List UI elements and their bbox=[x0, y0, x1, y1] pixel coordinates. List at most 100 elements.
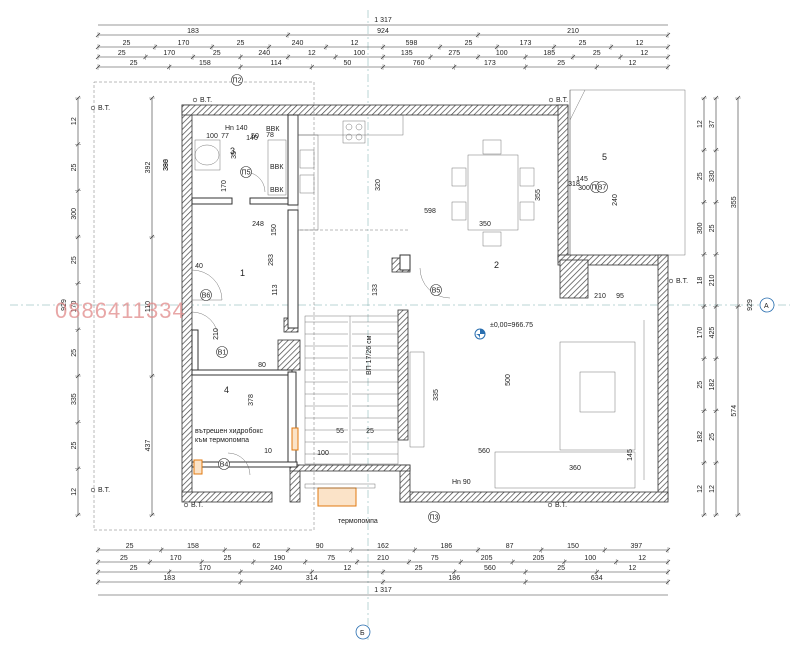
dimension-text: 170 bbox=[697, 327, 704, 339]
living-furniture bbox=[409, 320, 645, 489]
dimension-text: 173 bbox=[520, 40, 532, 47]
inner-dimension-text: 398 bbox=[163, 159, 170, 171]
inner-dimension-text: 283 bbox=[268, 254, 275, 266]
inner-dimension-text: 77 bbox=[221, 133, 229, 140]
window-tag-circle bbox=[200, 289, 212, 301]
dimension-text: 12 bbox=[709, 485, 716, 493]
dimension-text: 183 bbox=[187, 28, 199, 35]
inner-dimension-text: 10 bbox=[264, 448, 272, 455]
dimension-text: 25 bbox=[118, 50, 126, 57]
terrace-outline bbox=[569, 89, 686, 256]
window-tag: П5 bbox=[242, 170, 251, 177]
dimension-text: 392 bbox=[145, 162, 152, 174]
dimension-text: 210 bbox=[377, 555, 389, 562]
inner-dimension-text: 50 bbox=[251, 133, 259, 140]
dimension-text: 12 bbox=[697, 485, 704, 493]
vt-label: В.Т. bbox=[98, 105, 110, 112]
dimension-text: 12 bbox=[308, 50, 316, 57]
dimension-text: 150 bbox=[567, 543, 579, 550]
dimension-text: 190 bbox=[274, 555, 286, 562]
kitchen-counter bbox=[297, 114, 410, 231]
dimension-text: 437 bbox=[145, 440, 152, 452]
vt-label: В.Т. bbox=[200, 97, 212, 104]
window-tag: П1 bbox=[592, 185, 601, 192]
dimension-text: 18 bbox=[697, 276, 704, 284]
window-tag: В7 bbox=[598, 185, 607, 192]
window-tag: П3 bbox=[430, 515, 439, 522]
dimension-text: 240 bbox=[292, 40, 304, 47]
downpipe-icon bbox=[90, 105, 96, 111]
vt-label: В.Т. bbox=[676, 278, 688, 285]
window-tag-circle bbox=[216, 346, 228, 358]
room-label-4: 4 bbox=[224, 385, 229, 395]
vt-label: В.Т. bbox=[555, 502, 567, 509]
hn140-label: Hn 140 bbox=[225, 125, 248, 132]
stairs-label: ВП 17/26 см bbox=[366, 335, 373, 375]
inner-dimension-text: 35 bbox=[231, 151, 238, 159]
inner-dimension-text: 95 bbox=[616, 293, 624, 300]
dimension-text: 185 bbox=[543, 50, 555, 57]
level-label: ±0,00=966.75 bbox=[490, 322, 533, 329]
axis-bubble-a: А bbox=[759, 297, 775, 313]
dimension-text: 25 bbox=[557, 60, 565, 67]
dimension-text: 25 bbox=[213, 50, 221, 57]
dimension-text: 170 bbox=[178, 40, 190, 47]
inner-dimension-text: 380 bbox=[163, 159, 170, 171]
dimension-text: 240 bbox=[270, 565, 282, 572]
dimension-total-top: 1 317 bbox=[374, 17, 392, 24]
inner-dimension-text: 100 bbox=[317, 450, 329, 457]
dimension-text: 25 bbox=[130, 60, 138, 67]
level-marker-icon bbox=[474, 328, 486, 340]
inner-dimension-text: 25 bbox=[366, 428, 374, 435]
inner-dimension-text: 248 bbox=[252, 221, 264, 228]
dimension-text: 25 bbox=[709, 433, 716, 441]
window-tag-circle bbox=[428, 511, 440, 523]
dimension-total-bottom: 1 317 bbox=[374, 587, 392, 594]
window-tag: П2 bbox=[233, 78, 242, 85]
dimension-text: 75 bbox=[431, 555, 439, 562]
dimension-total-right: 929 bbox=[747, 299, 754, 311]
window-tag-circle bbox=[231, 74, 243, 86]
dimension-text: 25 bbox=[71, 164, 78, 172]
dimension-text: 25 bbox=[123, 40, 131, 47]
downpipe-icon bbox=[183, 502, 189, 508]
inner-dimension-text: 210 bbox=[594, 293, 606, 300]
room-label-2: 2 bbox=[494, 260, 499, 270]
dimension-text: 25 bbox=[579, 40, 587, 47]
dining-table bbox=[451, 139, 535, 247]
window-tag: В1 bbox=[218, 350, 227, 357]
dimension-text: 25 bbox=[697, 172, 704, 180]
inner-dimension-text: 300 bbox=[578, 185, 590, 192]
dimension-text: 12 bbox=[71, 117, 78, 125]
inner-dimension-text: 350 bbox=[479, 221, 491, 228]
inner-walls bbox=[191, 114, 411, 468]
dimension-text: 210 bbox=[709, 274, 716, 286]
inner-dimension-text: 80 bbox=[258, 362, 266, 369]
dimension-text: 12 bbox=[697, 120, 704, 128]
dimension-text: 205 bbox=[481, 555, 493, 562]
dimension-text: 25 bbox=[126, 543, 134, 550]
dimension-text: 25 bbox=[237, 40, 245, 47]
dimension-text: 12 bbox=[343, 565, 351, 572]
dimension-text: 162 bbox=[377, 543, 389, 550]
vt-label: В.Т. bbox=[98, 487, 110, 494]
dimension-text: 25 bbox=[71, 256, 78, 264]
vbk-label: ВВК bbox=[270, 187, 284, 194]
window-tag-circle bbox=[430, 284, 442, 296]
dimension-text: 25 bbox=[557, 565, 565, 572]
dimension-text: 924 bbox=[377, 28, 389, 35]
dimension-total-left: 929 bbox=[61, 299, 68, 311]
inner-dimension-text: 335 bbox=[433, 389, 440, 401]
dimension-text: 240 bbox=[258, 50, 270, 57]
dimension-text: 25 bbox=[709, 224, 716, 232]
inner-dimension-text: 500 bbox=[505, 374, 512, 386]
dimension-text: 760 bbox=[413, 60, 425, 67]
downpipe-icon bbox=[90, 487, 96, 493]
dimension-text: 135 bbox=[401, 50, 413, 57]
svg-text:А: А bbox=[764, 303, 769, 310]
dimension-text: 183 bbox=[163, 575, 175, 582]
inner-dimension-text: 78 bbox=[266, 132, 274, 139]
window-tag-circle bbox=[218, 458, 230, 470]
